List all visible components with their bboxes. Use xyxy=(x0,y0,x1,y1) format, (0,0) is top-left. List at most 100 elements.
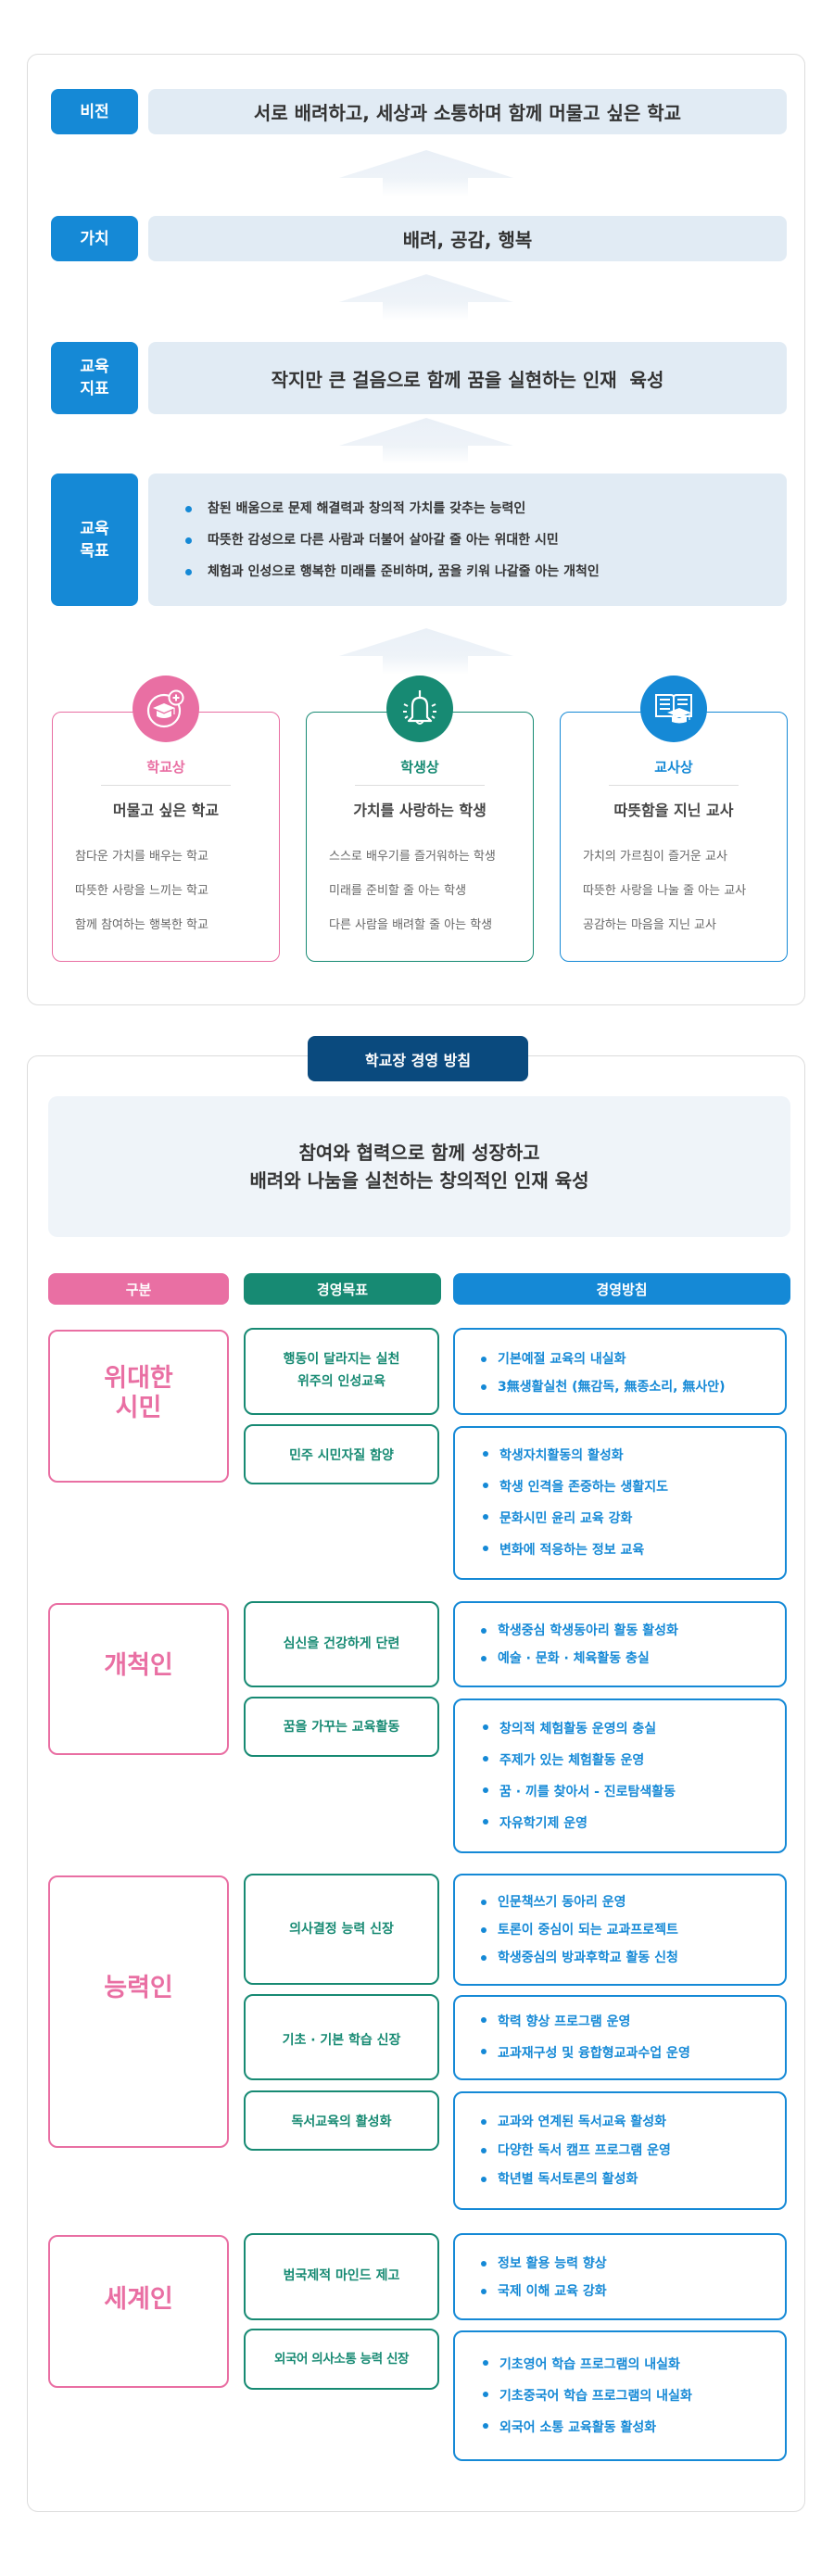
goal-line1: 기초 · 기본 학습 신장 xyxy=(282,2033,401,2048)
column-header-policy: 경영방침 xyxy=(453,1273,790,1305)
policy-item: 학생자치활동의 활성화 xyxy=(479,1440,668,1471)
category-capable-person: 능력인 xyxy=(48,1875,229,2148)
policy-box: 학생중심 학생동아리 활동 활성화 예술 · 문화 · 체육활동 충실 xyxy=(453,1601,787,1687)
portrait-title: 학교상 xyxy=(146,759,185,776)
policy-list: 정보 활용 능력 향상 국제 이해 교육 강화 xyxy=(477,2250,607,2305)
edu-indicator-text-box: 작지만 큰 걸음으로 함께 꿈을 실현하는 인재 육성 xyxy=(148,342,787,414)
category-label-line1: 개척인 xyxy=(104,1651,173,1680)
portrait-item: 다른 사람을 배려할 줄 아는 학생 xyxy=(329,918,493,932)
edu-goals-list: 참된 배움으로 문제 해결력과 창의적 가치를 갖추는 능력인 따뜻한 감성으로… xyxy=(185,493,600,587)
column-header-category: 구분 xyxy=(48,1273,229,1305)
edu-goals-label-line2: 목표 xyxy=(80,541,109,561)
policy-item: 예술 · 문화 · 체육활동 충실 xyxy=(477,1645,678,1673)
goal-line1: 의사결정 능력 신장 xyxy=(289,1922,394,1937)
values-badge: 가치 xyxy=(51,216,138,261)
goal-box: 독서교육의 활성화 xyxy=(244,2090,439,2151)
category-label-line1: 세계인 xyxy=(104,2284,173,2314)
divider xyxy=(609,785,739,786)
policy-box: 인문책쓰기 동아리 운영 토론이 중심이 되는 교과프로젝트 학생중심의 방과후… xyxy=(453,1874,787,1986)
policy-item: 학력 향상 프로그램 운영 xyxy=(477,2006,690,2038)
policy-item: 다양한 독서 캠프 프로그램 운영 xyxy=(477,2137,671,2166)
bell-icon xyxy=(386,676,453,742)
divider xyxy=(101,785,231,786)
goal-line2: 위주의 인성교육 xyxy=(297,1374,386,1389)
portrait-item: 함께 참여하는 행복한 학교 xyxy=(75,918,208,932)
teacher-portrait-card: 교사상 따뜻함을 지닌 교사 가치의 가르침이 즐거운 교사 따뜻한 사랑을 나… xyxy=(560,676,788,962)
policy-item: 변화에 적응하는 정보 교육 xyxy=(479,1534,668,1566)
policy-item: 인문책쓰기 동아리 운영 xyxy=(477,1888,678,1916)
policy-item: 정보 활용 능력 향상 xyxy=(477,2250,607,2278)
policy-list: 기본예절 교육의 내실화 3無생활실천 (無감독, 無종소리, 無사안) xyxy=(477,1345,725,1401)
edu-indicator-text: 작지만 큰 걸음으로 함께 꿈을 실현하는 인재 육성 xyxy=(271,368,664,391)
category-label-line1: 능력인 xyxy=(104,1974,173,2002)
edu-indicator-label-line1: 교육 xyxy=(80,358,109,376)
goal-box: 민주 시민자질 함양 xyxy=(244,1424,439,1484)
edu-goal-item: 참된 배움으로 문제 해결력과 창의적 가치를 갖추는 능력인 xyxy=(185,493,600,524)
headline-line2: 배려와 나눔을 실천하는 창의적인 인재 육성 xyxy=(249,1169,589,1192)
policy-box: 교과와 연계된 독서교육 활성화 다양한 독서 캠프 프로그램 운영 학년별 독… xyxy=(453,2091,787,2210)
policy-item: 주제가 있는 체험활동 운영 xyxy=(479,1745,676,1776)
portrait-item: 스스로 배우기를 즐거워하는 학생 xyxy=(329,850,496,864)
policy-item: 문화시민 윤리 교육 강화 xyxy=(479,1503,668,1534)
goal-box: 외국어 의사소통 능력 신장 xyxy=(244,2329,439,2390)
portrait-items: 가치의 가르침이 즐거운 교사 따뜻한 사랑을 나눌 줄 아는 교사 공감하는 … xyxy=(583,840,777,942)
policy-list: 교과와 연계된 독서교육 활성화 다양한 독서 캠프 프로그램 운영 학년별 독… xyxy=(477,2108,671,2194)
policy-list: 학생자치활동의 활성화 학생 인격을 존중하는 생활지도 문화시민 윤리 교육 … xyxy=(479,1440,668,1566)
values-label: 가치 xyxy=(80,229,109,248)
policy-item: 교과재구성 및 융합형교과수업 운영 xyxy=(477,2038,690,2069)
portrait-item: 따뜻한 사랑을 느끼는 학교 xyxy=(75,884,208,898)
category-label-line2: 시민 xyxy=(115,1393,162,1422)
goal-line1: 민주 시민자질 함양 xyxy=(289,1448,394,1463)
category-great-citizen: 위대한 시민 xyxy=(48,1330,229,1483)
goal-box: 기초 · 기본 학습 신장 xyxy=(244,1994,439,2080)
up-arrow-icon xyxy=(339,274,513,321)
policy-item: 기본예절 교육의 내실화 xyxy=(477,1345,725,1373)
policy-list: 학생중심 학생동아리 활동 활성화 예술 · 문화 · 체육활동 충실 xyxy=(477,1617,678,1673)
portrait-title: 학생상 xyxy=(400,759,439,776)
policy-box: 창의적 체험활동 운영의 충실 주제가 있는 체험활동 운영 꿈 · 끼를 찾아… xyxy=(453,1698,787,1853)
portrait-item: 미래를 준비할 줄 아는 학생 xyxy=(329,884,467,898)
portrait-title: 교사상 xyxy=(654,759,693,776)
graduation-cap-plus-icon xyxy=(133,676,199,742)
vision-label: 비전 xyxy=(80,102,109,121)
goal-line1: 독서교육의 활성화 xyxy=(291,2115,392,2129)
edu-goal-item: 따뜻한 감성으로 다른 사람과 더불어 살아갈 줄 아는 위대한 시민 xyxy=(185,524,600,556)
portrait-item: 가치의 가르침이 즐거운 교사 xyxy=(583,850,727,864)
policy-item: 학생중심 학생동아리 활동 활성화 xyxy=(477,1617,678,1645)
portrait-item: 따뜻한 사랑을 나눌 줄 아는 교사 xyxy=(583,884,747,898)
category-label-line1: 위대한 xyxy=(104,1363,173,1393)
goal-box: 행동이 달라지는 실천 위주의 인성교육 xyxy=(244,1328,439,1415)
policy-list: 학력 향상 프로그램 운영 교과재구성 및 융합형교과수업 운영 xyxy=(477,2006,690,2069)
goal-line1: 외국어 의사소통 능력 신장 xyxy=(273,2352,410,2367)
management-title-badge: 학교장 경영 방침 xyxy=(308,1036,528,1081)
goal-line1: 행동이 달라지는 실천 xyxy=(283,1352,400,1367)
policy-item: 국제 이해 교육 강화 xyxy=(477,2278,607,2305)
edu-goals-badge: 교육 목표 xyxy=(51,474,138,606)
portrait-item: 참다운 가치를 배우는 학교 xyxy=(75,850,208,864)
goal-line1: 꿈을 가꾸는 교육활동 xyxy=(283,1720,400,1735)
policy-item: 기초영어 학습 프로그램의 내실화 xyxy=(479,2349,692,2380)
goal-line1: 범국제적 마인드 제고 xyxy=(283,2268,400,2283)
vision-text: 서로 배려하고, 세상과 소통하며 함께 머물고 싶은 학교 xyxy=(253,102,682,124)
policy-item: 자유학기제 운영 xyxy=(479,1808,676,1839)
portrait-items: 스스로 배우기를 즐거워하는 학생 미래를 준비할 줄 아는 학생 다른 사람을… xyxy=(329,840,524,942)
up-arrow-icon xyxy=(339,418,513,464)
vision-badge: 비전 xyxy=(51,89,138,134)
policy-list: 기초영어 학습 프로그램의 내실화 기초중국어 학습 프로그램의 내실화 외국어… xyxy=(479,2349,692,2443)
portrait-items: 참다운 가치를 배우는 학교 따뜻한 사랑을 느끼는 학교 함께 참여하는 행복… xyxy=(75,840,270,942)
column-header-goal: 경영목표 xyxy=(244,1273,441,1305)
policy-item: 3無생활실천 (無감독, 無종소리, 無사안) xyxy=(477,1373,725,1401)
headline-line1: 참여와 협력으로 함께 성장하고 xyxy=(298,1142,540,1164)
divider xyxy=(355,785,485,786)
goal-box: 범국제적 마인드 제고 xyxy=(244,2233,439,2320)
policy-box: 정보 활용 능력 향상 국제 이해 교육 강화 xyxy=(453,2233,787,2320)
portrait-item: 공감하는 마음을 지닌 교사 xyxy=(583,918,716,932)
book-graduation-icon xyxy=(640,676,707,742)
policy-item: 외국어 소통 교육활동 활성화 xyxy=(479,2412,692,2443)
goal-line1: 심신을 건강하게 단련 xyxy=(283,1636,400,1651)
management-title: 학교장 경영 방침 xyxy=(364,1051,472,1069)
policy-item: 학년별 독서토론의 활성화 xyxy=(477,2166,671,2194)
school-portrait-card: 학교상 머물고 싶은 학교 참다운 가치를 배우는 학교 따뜻한 사랑을 느끼는… xyxy=(52,676,280,962)
edu-goal-item: 체험과 인성으로 행복한 미래를 준비하며, 꿈을 키워 나갈줄 아는 개척인 xyxy=(185,556,600,587)
values-text: 배려, 공감, 행복 xyxy=(402,229,533,251)
